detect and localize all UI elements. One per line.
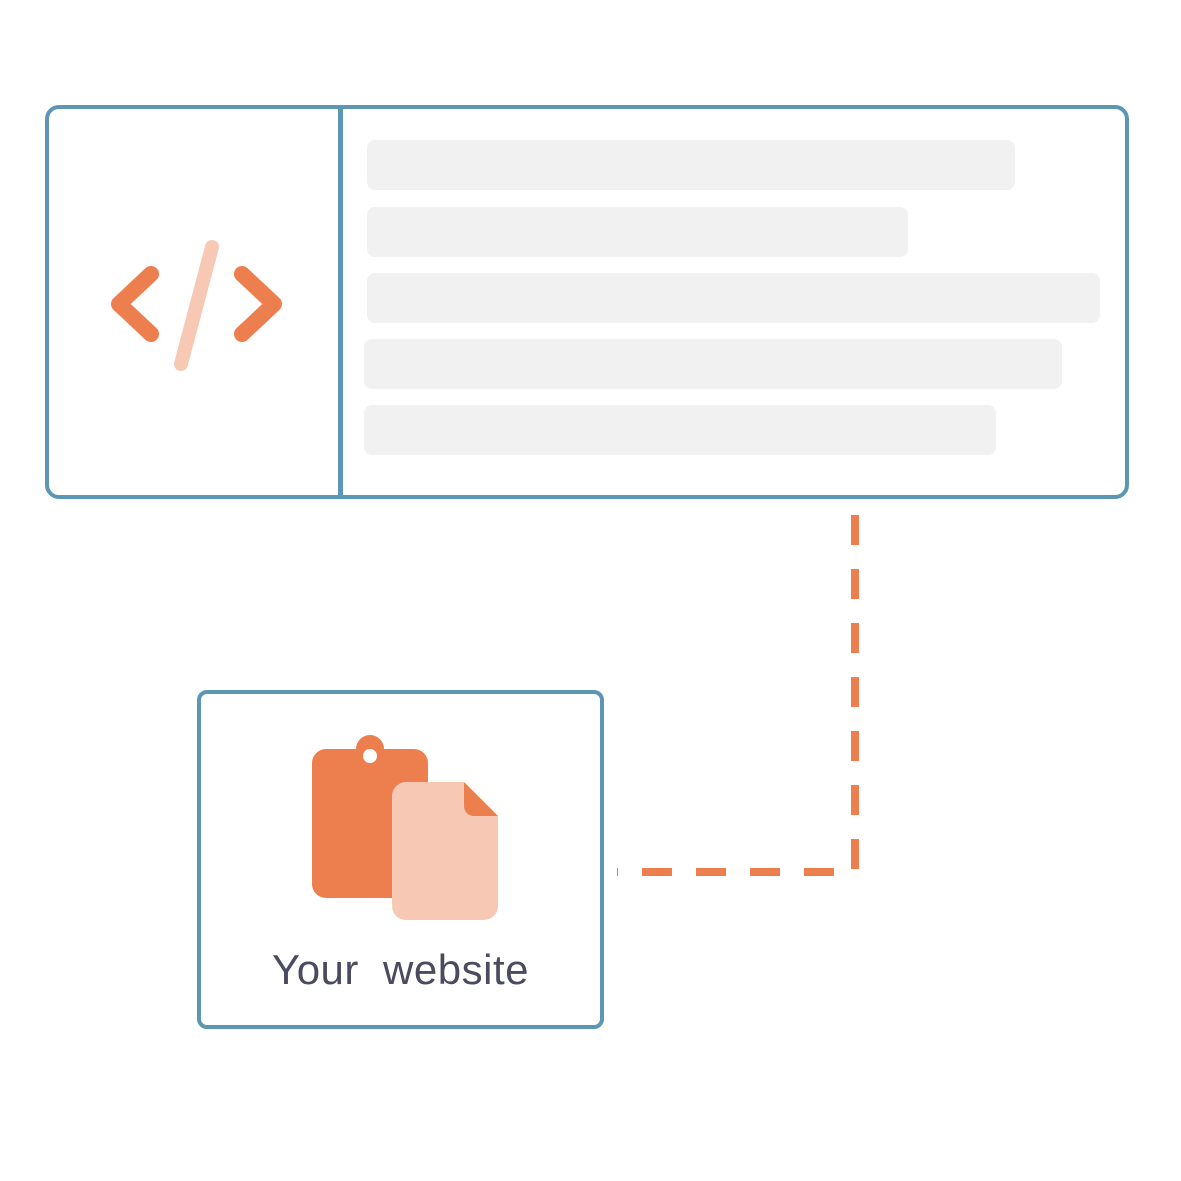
code-line-placeholder [367, 207, 908, 257]
panel-divider [338, 109, 343, 495]
code-line-placeholder [364, 339, 1062, 389]
code-snippet-panel [45, 105, 1129, 499]
clipboard-document-icon [312, 735, 498, 920]
code-brackets-icon [111, 240, 282, 371]
website-panel: Your website [197, 690, 604, 1029]
code-line-placeholder [367, 140, 1015, 190]
website-label: Your website [272, 946, 529, 993]
code-line-placeholder [364, 405, 996, 455]
code-line-placeholder [367, 273, 1100, 323]
